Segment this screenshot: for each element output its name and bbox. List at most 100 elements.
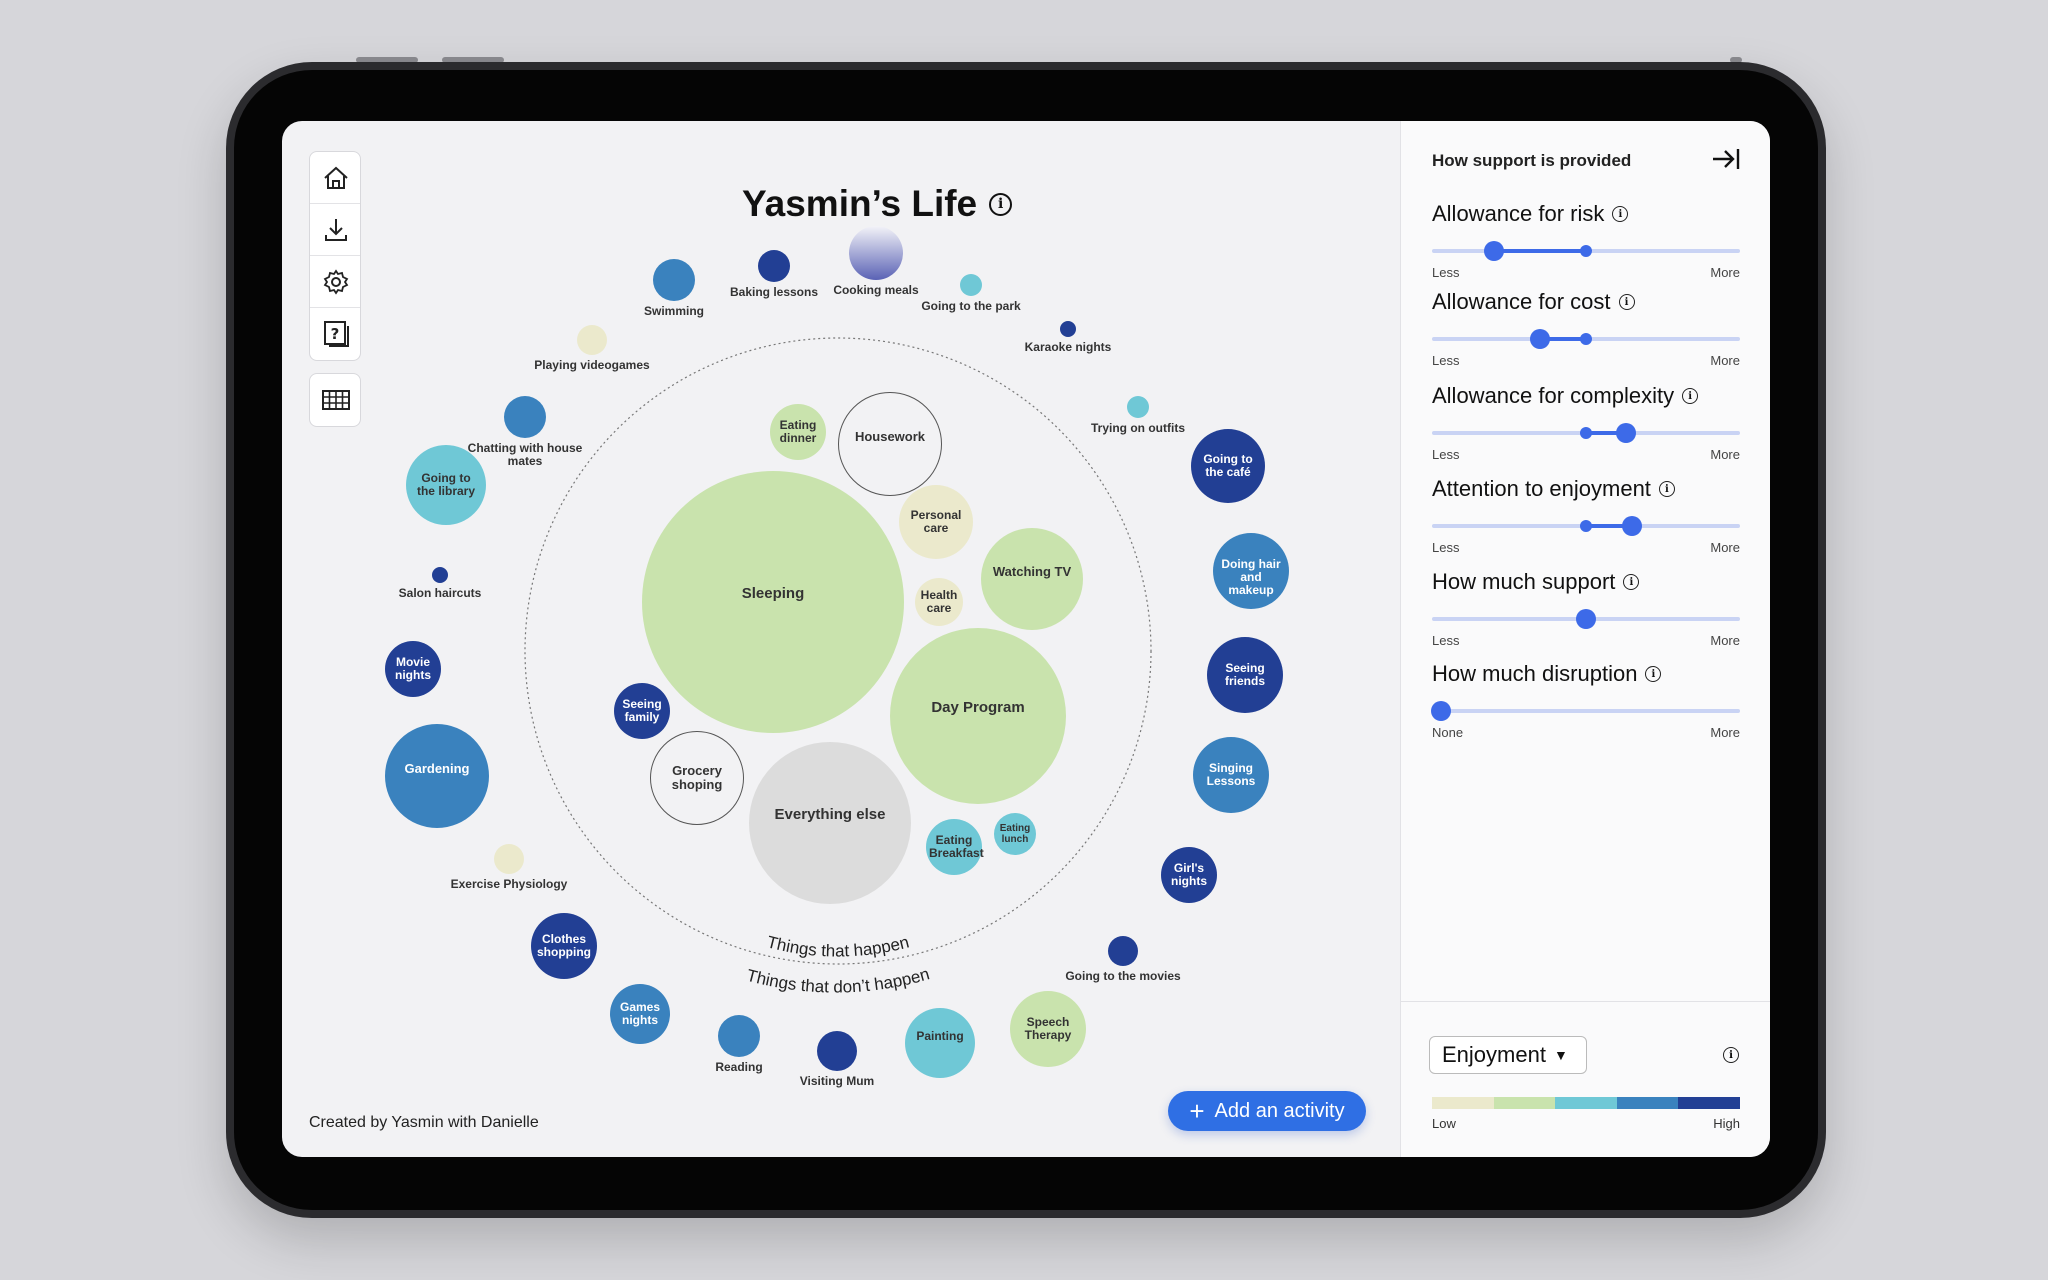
slider-thumb[interactable] — [1529, 329, 1550, 349]
activity-bubble[interactable] — [610, 984, 670, 1044]
legend-info-icon[interactable]: i — [1723, 1047, 1739, 1063]
slider-info-icon[interactable]: i — [1645, 666, 1662, 682]
activity-bubble[interactable] — [577, 325, 607, 355]
slider-range-fill — [1493, 249, 1586, 253]
slider-track[interactable] — [1432, 423, 1740, 443]
slider-label-row: Allowance for risk i — [1432, 201, 1740, 227]
activity-bubble[interactable] — [899, 485, 973, 559]
activity-label: Girl's nights — [1171, 860, 1207, 888]
slider-info-icon[interactable]: i — [1618, 294, 1635, 310]
activity-bubble[interactable] — [1191, 429, 1265, 503]
activity-bubble[interactable] — [749, 742, 911, 904]
add-activity-label: Add an activity — [1214, 1099, 1345, 1122]
activity-bubble[interactable] — [650, 731, 744, 825]
home-button[interactable] — [310, 152, 360, 204]
slider-info-icon[interactable]: i — [1658, 481, 1675, 497]
slider-track[interactable] — [1432, 329, 1740, 349]
activity-label: Eating dinner — [779, 417, 817, 445]
caret-down-icon: ▼ — [1553, 1047, 1568, 1063]
activity-bubble[interactable] — [432, 567, 448, 583]
slider-info-icon[interactable]: i — [1612, 206, 1629, 222]
activity-bubble[interactable] — [504, 396, 546, 438]
activity-label: Clothes shopping — [537, 931, 591, 959]
slider-max-label: More — [1710, 265, 1740, 280]
activity-label: Speech Therapy — [1024, 1014, 1072, 1042]
add-activity-button[interactable]: + Add an activity — [1168, 1091, 1366, 1131]
download-button[interactable] — [310, 204, 360, 256]
activity-bubble[interactable] — [1108, 936, 1138, 966]
slider-min-label: Less — [1432, 540, 1460, 555]
title-info-icon[interactable]: i — [989, 192, 1013, 216]
activity-bubble[interactable] — [406, 445, 486, 525]
slider-info-icon[interactable]: i — [1623, 574, 1640, 590]
support-panel: How support is provided Allowance for ri… — [1400, 121, 1770, 1157]
activity-bubble[interactable] — [642, 471, 904, 733]
slider-thumb[interactable] — [1622, 516, 1643, 536]
slider-label: Allowance for cost — [1432, 289, 1611, 314]
activity-bubble[interactable] — [718, 1015, 760, 1057]
activity-label: Chatting with house mates — [467, 441, 583, 469]
slider-thumb[interactable] — [1616, 423, 1637, 443]
slider-thumb[interactable] — [1431, 701, 1452, 721]
activity-bubble[interactable] — [915, 578, 963, 626]
toolbar: ? — [309, 151, 361, 427]
activity-bubble[interactable] — [1193, 737, 1269, 813]
settings-button[interactable] — [310, 256, 360, 308]
slider-track[interactable] — [1432, 516, 1740, 536]
activity-label: Playing videogames — [534, 358, 650, 372]
legend-metric-select[interactable]: Enjoyment ▼ — [1429, 1036, 1587, 1074]
svg-text:?: ? — [331, 325, 340, 343]
activity-bubble[interactable] — [817, 1031, 857, 1071]
activity-bubble[interactable] — [385, 724, 489, 828]
collapse-panel-button[interactable] — [1711, 146, 1741, 177]
activity-bubble[interactable] — [926, 819, 982, 875]
activity-bubble[interactable] — [1127, 396, 1149, 418]
table-view-button[interactable] — [310, 374, 360, 426]
activity-label: Cooking meals — [833, 283, 919, 297]
activity-label: Going to the library — [416, 470, 476, 498]
help-button[interactable]: ? — [310, 308, 360, 360]
app-screen: Things that happen Things that don’t hap… — [282, 121, 1770, 1157]
activity-bubble[interactable] — [1060, 321, 1076, 337]
activity-bubble[interactable] — [905, 1008, 975, 1078]
activity-bubble[interactable] — [994, 813, 1036, 855]
slider-range-fill — [1586, 524, 1633, 528]
activity-bubble[interactable] — [531, 913, 597, 979]
activity-bubble[interactable] — [653, 259, 695, 301]
activity-bubble[interactable] — [385, 641, 441, 697]
slider-min-label: Less — [1432, 633, 1460, 648]
slider-track[interactable] — [1432, 241, 1740, 261]
activity-bubble[interactable] — [1161, 847, 1217, 903]
activity-bubble[interactable] — [770, 404, 826, 460]
slider-thumb[interactable] — [1483, 241, 1504, 261]
slider-thumb[interactable] — [1576, 609, 1596, 629]
activity-bubble[interactable] — [614, 683, 670, 739]
slider-label: Allowance for risk — [1432, 201, 1605, 226]
slider-min-label: Less — [1432, 265, 1460, 280]
activity-bubble[interactable] — [1207, 637, 1283, 713]
activity-bubble[interactable] — [838, 392, 942, 496]
activity-label: Baking lessons — [729, 285, 819, 299]
activity-bubble[interactable] — [758, 250, 790, 282]
slider-track[interactable] — [1432, 609, 1740, 629]
activity-label: Housework — [854, 428, 926, 444]
slider-info-icon[interactable]: i — [1682, 388, 1699, 404]
activity-bubble[interactable] — [890, 628, 1066, 804]
activity-bubble[interactable] — [1010, 991, 1086, 1067]
activity-label: Exercise Physiology — [450, 877, 568, 891]
activity-label: Eating lunch — [999, 823, 1031, 845]
activity-bubble[interactable] — [494, 844, 524, 874]
activity-label: Visiting Mum — [799, 1074, 875, 1088]
activity-bubble[interactable] — [981, 528, 1083, 630]
slider-track[interactable] — [1431, 701, 1740, 721]
activity-bubble[interactable] — [849, 226, 903, 280]
activity-bubble[interactable] — [960, 274, 982, 296]
color-legend: Enjoyment ▼ i Low High — [1401, 1001, 1770, 1157]
activity-bubble[interactable] — [1213, 533, 1289, 609]
